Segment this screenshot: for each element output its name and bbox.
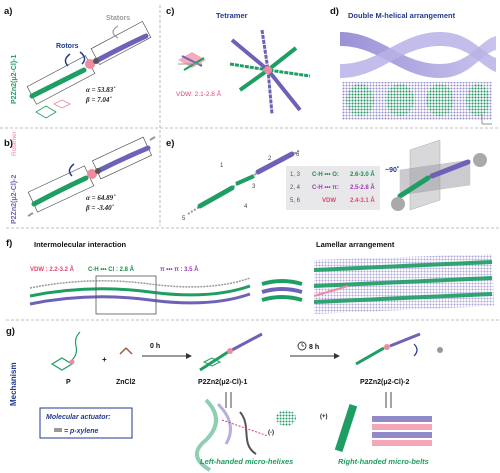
- panel-b-side-label: P2Zn2(μ2-Cl)-2: [11, 174, 18, 224]
- e-num-4: 4: [244, 204, 248, 210]
- actuator-item: = p-xylene: [64, 428, 99, 435]
- right-handed-result: Right-handed micro-belts: [338, 457, 429, 466]
- panel-a-side-label: P2Zn2(μ2-Cl)-1: [11, 54, 18, 104]
- interaction-legend: 1, 3 C-H ••• O: 2.6-3.0 Å 2, 4 C-H ••• π…: [286, 166, 380, 210]
- label-form2: P2Zn2(μ2-Cl)-2: [360, 379, 410, 386]
- arrowhead-0h: [186, 353, 192, 359]
- equilibrium-arrows: [225, 392, 392, 408]
- panel-f-label: f): [6, 238, 12, 249]
- double-helix-packing: [342, 82, 492, 120]
- e-num-2: 2: [268, 156, 272, 162]
- panel-e-label: e): [166, 138, 174, 149]
- panel-d-title: Double M-helical arrangement: [348, 11, 456, 20]
- intermolecular-chain: [29, 275, 251, 315]
- label-p: P: [66, 379, 71, 386]
- lamellar-large: [313, 254, 494, 314]
- panel-f-title-right: Lamellar arrangement: [316, 240, 395, 249]
- panel-c-title: Tetramer: [216, 11, 248, 20]
- legend-pairs-1: 1, 3: [290, 172, 301, 178]
- legend-range-3: 2.4-3.1 Å: [350, 197, 375, 204]
- mechanism-label: Mechanism: [9, 362, 18, 406]
- plus-sign: +: [102, 355, 107, 364]
- label-zncl2: ZnCl2: [116, 379, 136, 386]
- f-chcl: C-H ••• Cl : 2.8 Å: [88, 266, 135, 273]
- alpha-a: α = 53.83˚: [86, 86, 116, 94]
- panel-b-label: b): [4, 138, 13, 149]
- clock-icon: [297, 341, 307, 351]
- panel-d-label: d): [330, 6, 339, 17]
- molecule-form1: [199, 332, 263, 372]
- double-helix-band: [340, 32, 496, 78]
- legend-range-1: 2.6-3.0 Å: [350, 171, 375, 178]
- panel-a-label: a): [4, 6, 12, 17]
- time-8h: 8 h: [309, 344, 319, 351]
- stators-label: Stators: [106, 15, 130, 22]
- legend-pairs-2: 2, 4: [290, 185, 301, 191]
- angle-label: ~90˚: [385, 166, 399, 174]
- f-pipi: π ••• π : 3.5 Å: [160, 266, 199, 273]
- e-num-1: 1: [220, 163, 224, 169]
- panel-c-label: c): [166, 6, 174, 17]
- actuator-box: [39, 407, 133, 439]
- rotamer-label: Rotamer: [11, 130, 18, 156]
- e-num-5: 5: [182, 216, 186, 222]
- actuator-title: Molecular actuator:: [46, 414, 111, 421]
- axis-d: [481, 114, 492, 125]
- molecule-chain-e: [187, 149, 301, 215]
- panel-g-label: g): [6, 326, 15, 337]
- legend-range-2: 2.5-2.8 Å: [350, 184, 375, 191]
- panel-f-title-left: Intermolecular interaction: [34, 240, 127, 249]
- zncl2-icon: [119, 347, 133, 355]
- legend-type-3: VDW: [322, 198, 336, 204]
- lamellar-small: [261, 279, 303, 302]
- molecule-b: [27, 136, 156, 217]
- f-vdw: VDW : 2.2-3.2 Å: [30, 266, 75, 273]
- micro-belt: [334, 403, 432, 453]
- left-handed-result: Left-handed micro-helixes: [200, 457, 293, 466]
- e-num-6: 6: [296, 152, 300, 158]
- micro-helix: [195, 398, 296, 472]
- perpendicular-planes: [391, 139, 487, 211]
- beta-a: β = 7.04˚: [85, 96, 112, 104]
- tetramer-large: [229, 29, 311, 115]
- time-0h: 0 h: [150, 343, 160, 350]
- rotors-label: Rotors: [56, 43, 79, 50]
- legend-type-1: C-H ••• O:: [312, 172, 339, 178]
- sign-minus: (-): [268, 430, 274, 436]
- tetramer-small: [178, 52, 206, 71]
- legend-pairs-3: 5, 6: [290, 198, 301, 204]
- sign-plus: (+): [320, 414, 328, 420]
- molecule-p: [50, 331, 81, 371]
- beta-b: β = -3.40˚: [85, 204, 115, 212]
- label-form1: P2Zn2(μ2-Cl)-1: [198, 379, 248, 386]
- molecule-a: [26, 20, 152, 119]
- tetramer-vdw: VDW: 2.1-2.8 Å: [176, 89, 222, 98]
- molecule-form2: [355, 332, 443, 366]
- alpha-b: α = 64.89˚: [86, 194, 116, 202]
- arrowhead-8h: [334, 353, 340, 359]
- legend-type-2: C-H ••• π:: [312, 185, 339, 191]
- e-num-3: 3: [252, 184, 256, 190]
